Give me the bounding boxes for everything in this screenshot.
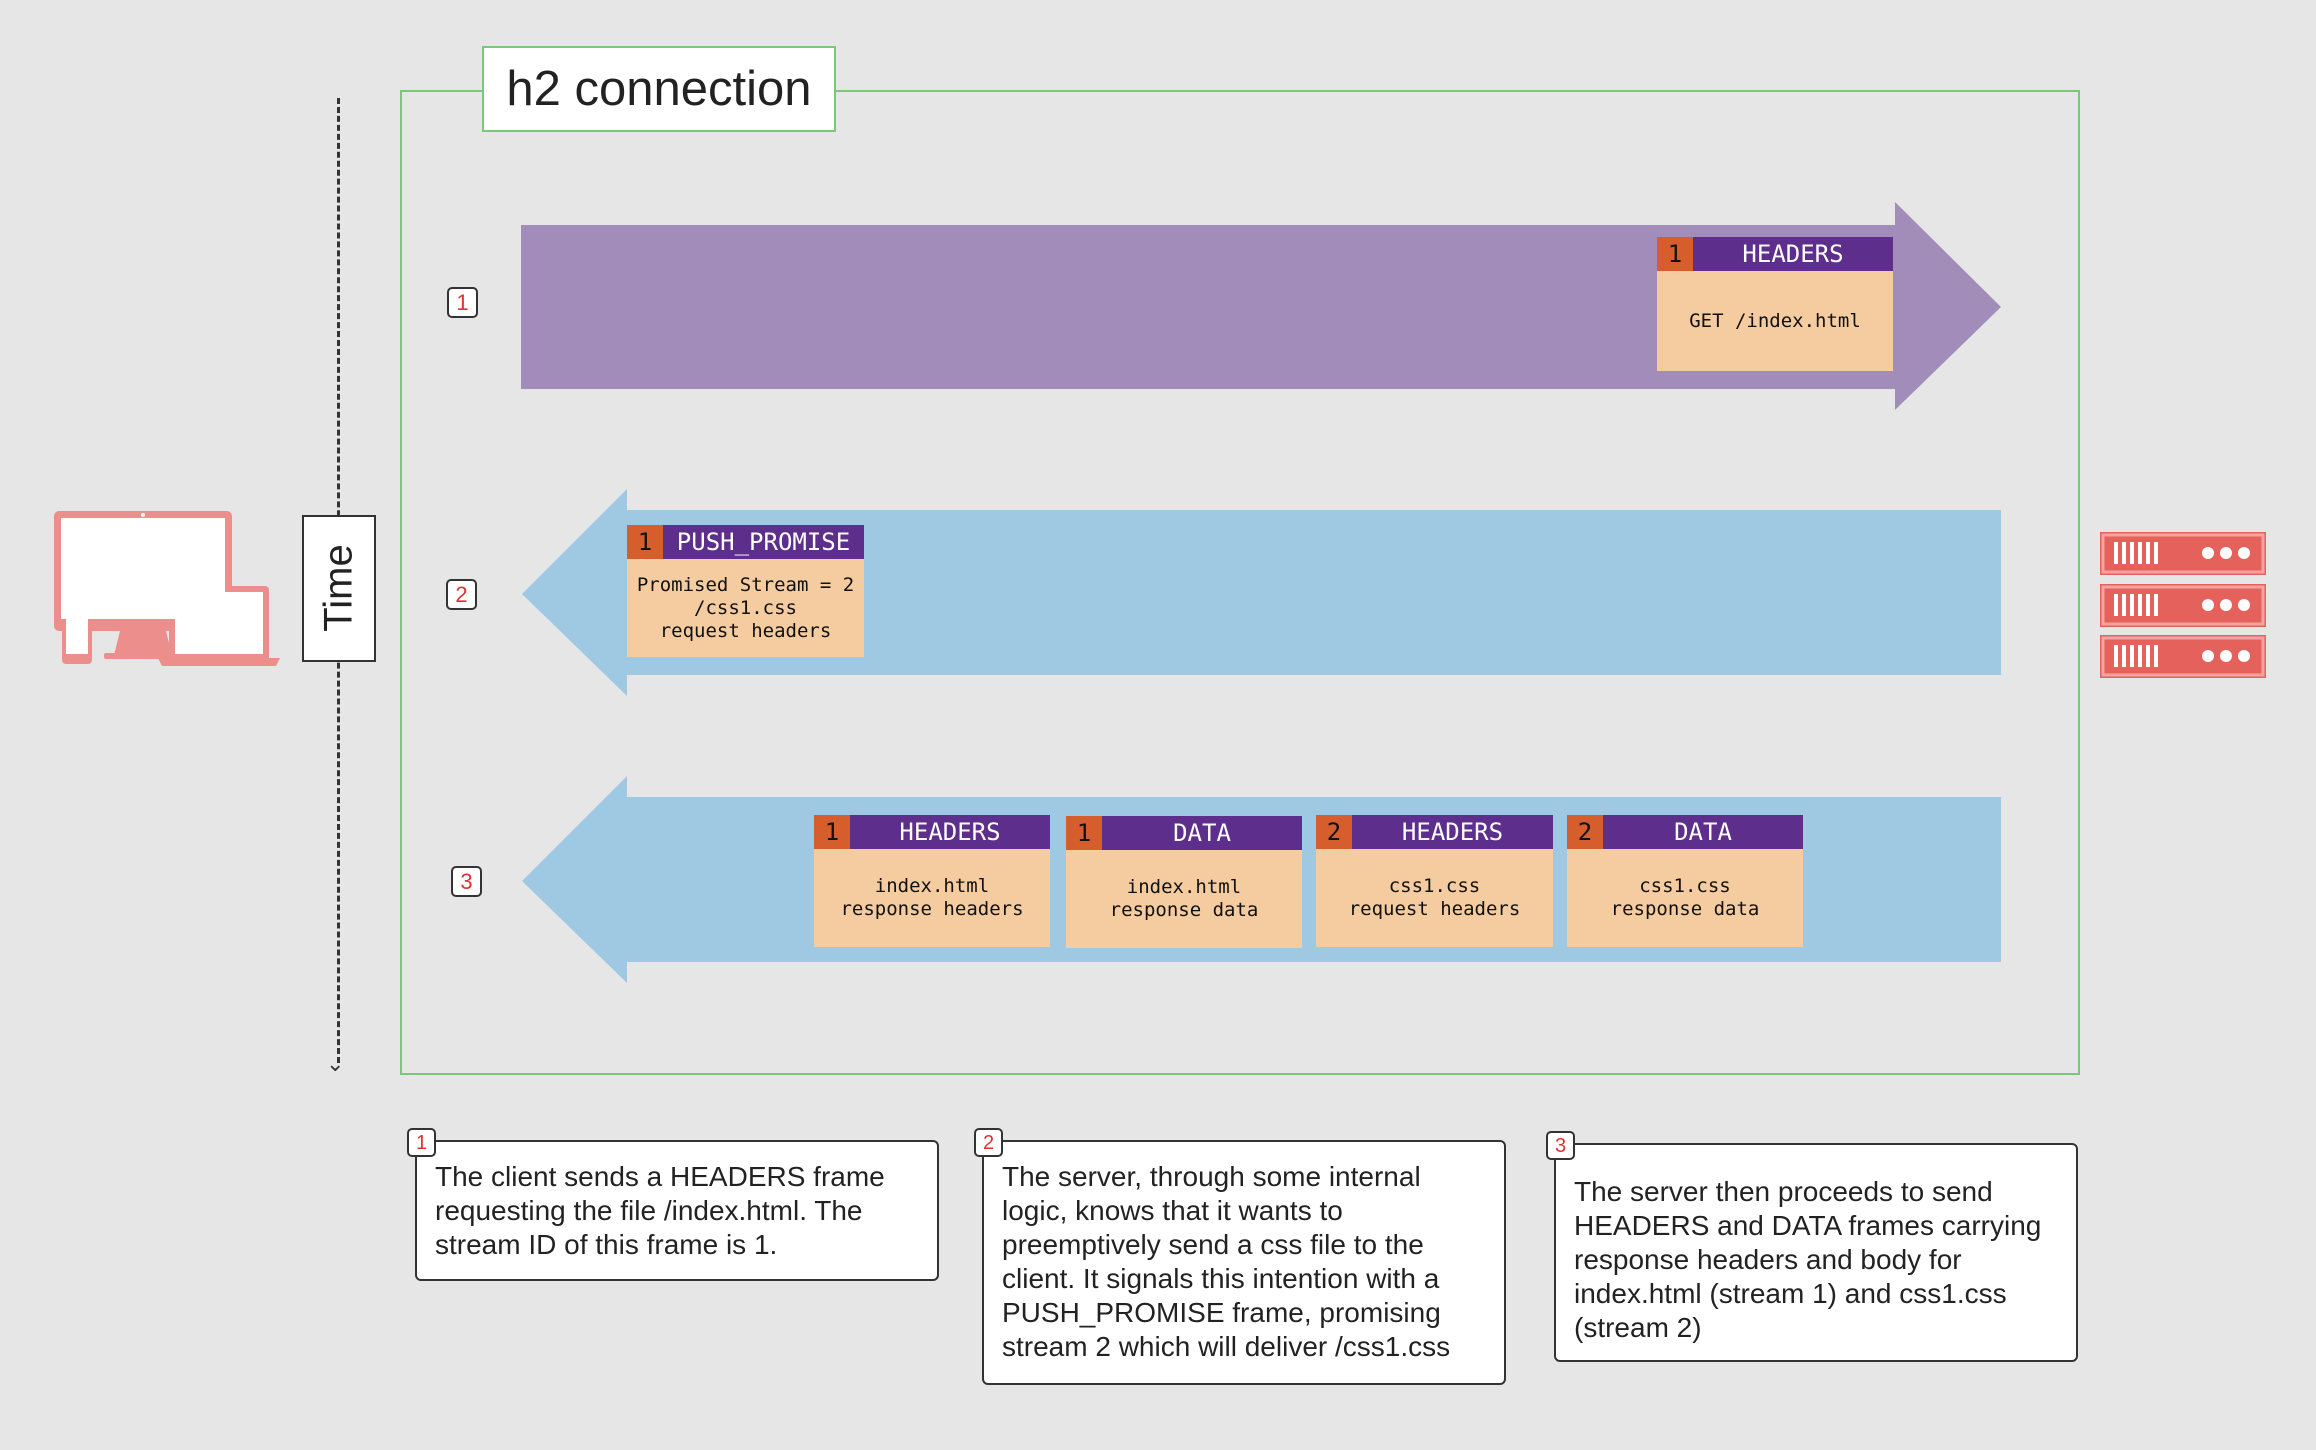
server-rack-icon <box>2100 532 2266 678</box>
note-text: The server then proceeds to send HEADERS… <box>1574 1176 2042 1343</box>
client-devices-icon <box>54 511 280 666</box>
stream-id: 2 <box>1567 815 1603 849</box>
connection-title: h2 connection <box>482 46 836 132</box>
stream-id: 1 <box>814 815 850 849</box>
request-arrow-1 <box>521 202 2001 410</box>
h2-connection-box <box>400 90 2080 1075</box>
time-label-box <box>302 515 376 662</box>
frame-header-bar <box>1066 816 1302 850</box>
time-arrow-icon: ⌄ <box>326 1052 345 1077</box>
step-marker-3: 3 <box>451 866 482 897</box>
frame-type: DATA <box>1674 818 1732 846</box>
frame-data-index: 1 DATA index.html response data <box>1066 816 1302 948</box>
frame-header-bar <box>1657 237 1893 271</box>
stream-id: 1 <box>1657 237 1693 271</box>
frame-headers-index: 1 HEADERS index.html response headers <box>814 815 1050 947</box>
frame-type: PUSH_PROMISE <box>676 528 851 556</box>
frame-header-bar <box>1567 815 1803 849</box>
frame-type: HEADERS <box>1401 818 1504 846</box>
stream-id: 1 <box>1066 816 1102 850</box>
frame-headers-request: 1 HEADERS GET /index.html <box>1657 237 1893 371</box>
frame-content: index.html response headers <box>840 875 1024 920</box>
frame-content: index.html response data <box>1109 876 1259 921</box>
frame-header-bar <box>627 525 864 559</box>
frame-content: GET /index.html <box>1689 309 1861 332</box>
response-arrow-2 <box>522 489 2001 696</box>
frame-content: css1.css request headers <box>1348 875 1521 920</box>
note-text: The server, through some internal logic,… <box>1002 1161 1451 1362</box>
frame-header-bar <box>1316 815 1553 849</box>
frame-type: HEADERS <box>1742 240 1844 268</box>
frame-content: Promised Stream = 2 /css1.css request he… <box>636 573 855 642</box>
note-text: The client sends a HEADERS frame request… <box>435 1161 885 1260</box>
frame-push-promise: 1 PUSH_PROMISE Promised Stream = 2 /css1… <box>627 525 864 657</box>
note-number-1: 1 <box>407 1128 436 1157</box>
step-marker-2: 2 <box>446 579 477 610</box>
frame-type: HEADERS <box>899 818 1001 846</box>
note-number-2: 2 <box>974 1128 1003 1157</box>
note-step-1: 1 The client sends a HEADERS frame reque… <box>407 1128 939 1281</box>
frame-headers-css: 2 HEADERS css1.css request headers <box>1316 815 1553 947</box>
frame-content: css1.css response data <box>1610 875 1760 920</box>
frame-type: DATA <box>1173 819 1231 847</box>
note-number-3: 3 <box>1546 1131 1575 1160</box>
frame-data-css: 2 DATA css1.css response data <box>1567 815 1803 947</box>
note-step-3: 3 The server then proceeds to send HEADE… <box>1546 1131 2078 1362</box>
stream-id: 1 <box>627 525 663 559</box>
step-marker-1: 1 <box>447 287 478 318</box>
note-step-2: 2 The server, through some internal logi… <box>974 1128 1506 1385</box>
frame-header-bar <box>814 815 1050 849</box>
stream-id: 2 <box>1316 815 1352 849</box>
